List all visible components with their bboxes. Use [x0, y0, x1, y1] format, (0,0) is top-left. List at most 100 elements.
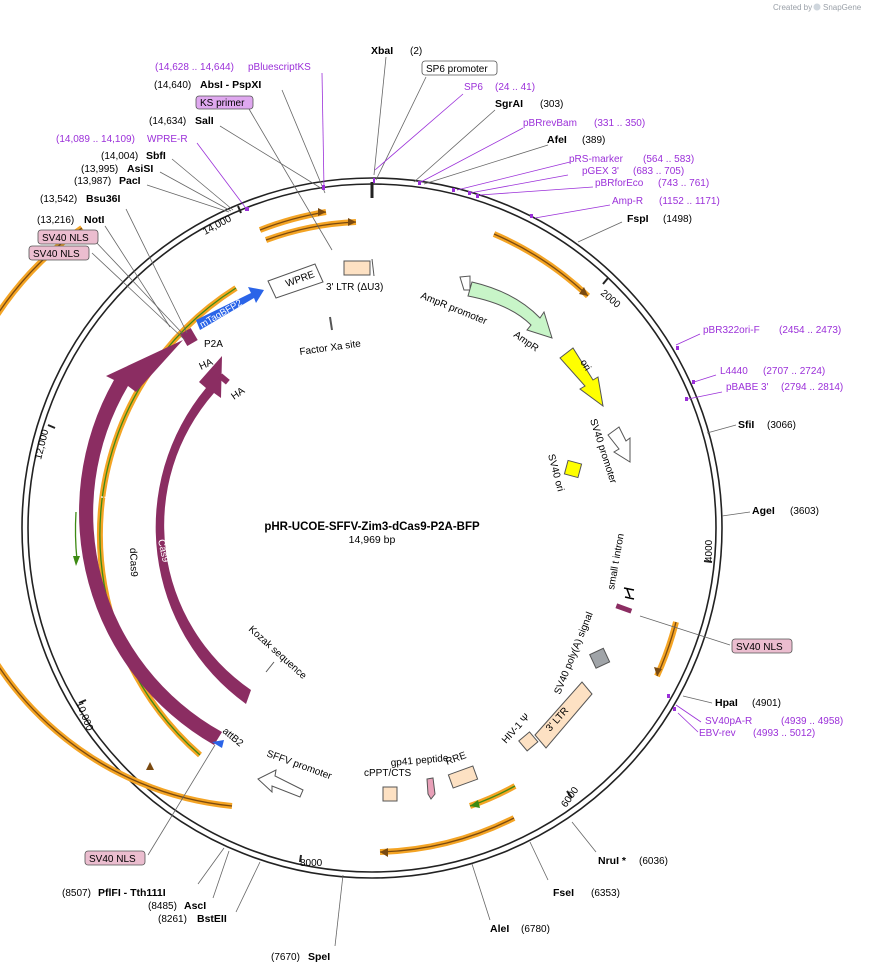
- dcas9-label: dCas9: [127, 548, 139, 578]
- cas9-label: Cas9: [155, 538, 171, 564]
- small-t-feature: [623, 587, 635, 600]
- site-absi-name: AbsI - PspXI: [200, 79, 261, 91]
- nls-right-box: [731, 638, 793, 654]
- ha-inner-label: HA: [229, 385, 247, 402]
- site-sbfi-pos: (14,004): [101, 151, 138, 162]
- watermark-brand: SnapGene: [823, 3, 862, 12]
- rre-feature: [447, 765, 479, 789]
- primer-pbabe3-name: pBABE 3': [726, 382, 769, 393]
- boxed-labels: SP6 promoter KS primer SV40 NLS SV40 NLS…: [28, 60, 793, 866]
- primer-ampr-pos: (1152 .. 1171): [659, 196, 720, 207]
- sp6-promoter-box: [421, 60, 498, 76]
- tick-label-4000: 4000: [704, 539, 715, 562]
- factor-xa-label: Factor Xa site: [299, 338, 362, 358]
- nls-right-marker: [615, 603, 633, 614]
- site-agei-name: AgeI: [752, 505, 775, 517]
- sp6-promoter-label: SP6 promoter: [426, 64, 488, 75]
- plasmid-size: 14,969 bp: [349, 534, 396, 546]
- attb2-feature: [212, 740, 224, 748]
- ampr-feature: [467, 281, 553, 339]
- tick-label-2000: 2000: [598, 288, 622, 311]
- tick-10000: [78, 699, 87, 704]
- site-pflfi-name: PflFI - Tth111I: [98, 887, 166, 899]
- tick-14000: [237, 205, 242, 214]
- watermark-prefix: Created by: [773, 3, 812, 12]
- primer-sp6-name: SP6: [464, 82, 483, 93]
- site-sgrai-pos: (303): [540, 99, 563, 110]
- tick-label-14000: 14,000: [201, 213, 234, 237]
- ori-label: ori: [577, 358, 592, 373]
- site-sali-pos: (14,634): [149, 116, 186, 127]
- gp41-label: gp41 peptide: [390, 753, 449, 769]
- cas9-feature: [155, 356, 251, 704]
- primer-sv40par-name: SV40pA-R: [705, 716, 752, 727]
- site-nrui-pos: (6036): [639, 856, 668, 867]
- site-fsei-name: FseI: [553, 887, 574, 899]
- nls-left-label-1: SV40 NLS: [42, 233, 89, 244]
- site-asci-name: AscI: [184, 900, 206, 912]
- site-alei-name: AleI: [490, 923, 509, 935]
- tick-label-6000: 6000: [559, 785, 581, 810]
- site-asisi-pos: (13,995): [81, 164, 118, 175]
- site-noti-pos: (13,216): [37, 215, 74, 226]
- site-afei-name: AfeI: [547, 134, 567, 146]
- site-fspi-pos: (1498): [663, 214, 692, 225]
- hiv-psi-feature: [518, 731, 539, 752]
- plasmid-name: pHR-UCOE-SFFV-Zim3-dCas9-P2A-BFP: [264, 521, 480, 533]
- site-spei-name: SpeI: [308, 951, 330, 963]
- sffv-promoter-feature: [257, 769, 304, 798]
- primer-pbr322orif-name: pBR322ori-F: [703, 325, 760, 336]
- orf-arc-bottom-1: [379, 815, 516, 855]
- site-noti-name: NotI: [84, 214, 104, 226]
- cppt-label: cPPT/CTS: [364, 768, 412, 779]
- sv40-polya-label: SV40 poly(A) signal: [553, 611, 596, 697]
- primer-labels: (14,628 .. 14,644) pBluescriptKS SP6 (24…: [56, 62, 843, 739]
- ha-inner-feature: [218, 373, 230, 385]
- primer-ampr-name: Amp-R: [612, 196, 643, 207]
- ks-primer-label: KS primer: [200, 98, 245, 109]
- primer-pbrforeco-pos: (743 .. 761): [658, 178, 709, 189]
- site-nrui-name: NruI *: [598, 855, 627, 867]
- site-sfii-name: SfiI: [738, 419, 754, 431]
- orf-arrowheads: [73, 208, 662, 857]
- site-agei-pos: (3603): [790, 506, 819, 517]
- ori-feature: [559, 347, 604, 408]
- site-paci-pos: (13,987): [74, 176, 111, 187]
- primer-pbluescriptks-name: pBluescriptKS: [248, 62, 311, 73]
- tick-4000: [703, 560, 713, 563]
- site-spei-pos: (7670): [271, 952, 300, 963]
- primer-ebvrev-name: EBV-rev: [699, 728, 736, 739]
- primer-sv40par-pos: (4939 .. 4958): [781, 716, 843, 727]
- nls-right-label: SV40 NLS: [736, 642, 783, 653]
- nls-left-box-2: [28, 245, 90, 261]
- site-sgrai-name: SgrAI: [495, 98, 523, 110]
- primer-wprer-name: WPRE-R: [147, 134, 188, 145]
- leader-lines: [91, 56, 751, 947]
- site-xbai-pos: (2): [410, 46, 422, 57]
- wpre-feature: [267, 263, 324, 299]
- primer-pbrrevbam-name: pBRrevBam: [523, 118, 577, 129]
- primer-pbrforeco-name: pBRforEco: [595, 178, 644, 189]
- p2a-feature: [180, 327, 198, 347]
- primer-pbr322orif-pos: (2454 .. 2473): [779, 325, 841, 336]
- sv40-ori-feature: [563, 459, 583, 479]
- primer-pbrrevbam-pos: (331 .. 350): [594, 118, 645, 129]
- kozak-label: Kozak sequence: [246, 624, 309, 682]
- primer-markers: [245, 178, 695, 711]
- dcas9-fusion-junction: [100, 496, 115, 499]
- nls-left-label-2: SV40 NLS: [33, 249, 80, 260]
- site-sbfi-name: SbfI: [146, 150, 166, 162]
- primer-pbluescriptks-pos: (14,628 .. 14,644): [155, 62, 234, 73]
- nls-bottom-box: [84, 850, 146, 866]
- backbone-outer-strand: [21, 177, 723, 879]
- site-asci-pos: (8485): [148, 901, 177, 912]
- primer-l4440-name: L4440: [720, 366, 748, 377]
- site-fspi-name: FspI: [627, 213, 649, 225]
- primer-pbabe3-pos: (2794 .. 2814): [781, 382, 843, 393]
- primer-pgex3-name: pGEX 3': [582, 166, 619, 177]
- site-paci-name: PacI: [119, 175, 141, 187]
- site-bsu36i-pos: (13,542): [40, 194, 77, 205]
- p2a-label: P2A: [204, 339, 223, 350]
- ks-primer-box: [195, 95, 254, 110]
